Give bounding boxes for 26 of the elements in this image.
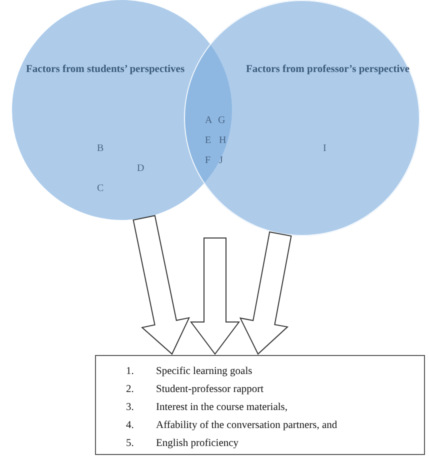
circle-heading: Factors from students’ perspectives <box>26 64 185 75</box>
factor-letter: D <box>137 163 144 174</box>
factor-letter: E <box>205 135 212 146</box>
list-item: Student-professor rapport <box>156 384 264 395</box>
block-arrow <box>132 215 190 355</box>
factor-letter: C <box>97 183 104 194</box>
block-arrow <box>239 231 292 355</box>
list-number: 4. <box>126 420 134 431</box>
list-number: 1. <box>126 366 134 377</box>
list-box <box>95 355 425 455</box>
circle-heading: Factors from professor’s perspective <box>246 64 410 75</box>
factor-letter: J <box>219 155 223 166</box>
list-item: Interest in the course materials, <box>156 402 288 413</box>
factor-letter: A <box>205 115 212 126</box>
factor-letter: F <box>205 155 211 166</box>
list-number: 2. <box>126 384 134 395</box>
list-number: 3. <box>126 402 134 413</box>
factor-letter: B <box>97 143 104 154</box>
list-item: Specific learning goals <box>156 366 252 377</box>
block-arrow <box>190 238 240 355</box>
list-item: English proficiency <box>156 438 239 449</box>
factor-letter: G <box>218 115 226 126</box>
factor-letter: I <box>323 143 326 154</box>
list-item: Affability of the conversation partners, and <box>156 420 338 431</box>
factor-letter: H <box>219 135 226 146</box>
list-number: 5. <box>126 438 134 449</box>
